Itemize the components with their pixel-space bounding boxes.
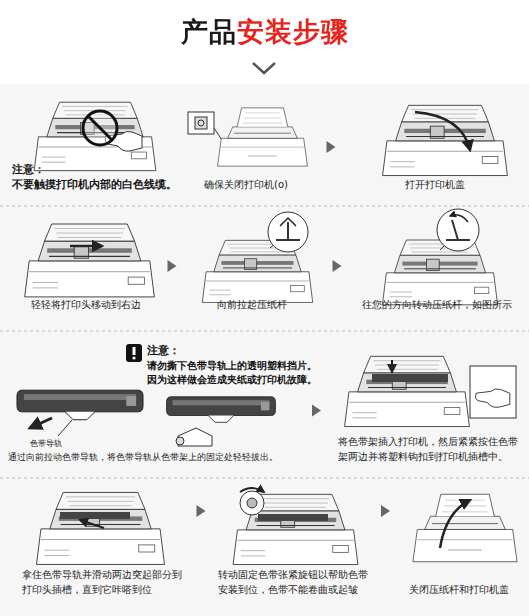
ribbon-in-printer — [372, 374, 448, 382]
knob-center — [247, 498, 257, 508]
ribbon-in-printer — [258, 514, 328, 521]
switch-inset — [188, 112, 214, 134]
motion-arrow — [391, 360, 393, 372]
step-panel: 通过向前拉动色带导轨，将色带导轨从色带架上的固定处轻轻拔出。 — [8, 338, 295, 470]
step-panel: 拿住色带导轨并滑动两边突起部分到打印头插槽，直到它咔嗒到位 — [22, 485, 184, 603]
step-caption: 不要触摸打印机内部的白色线缆。 — [12, 177, 177, 192]
guide-roller — [176, 437, 184, 445]
step-panel: 转动固定色带张紧旋钮以帮助色带安装到位，色带不能卷曲或起皱 — [218, 485, 373, 603]
background — [0, 84, 529, 616]
printer — [37, 492, 165, 564]
ribbon-cartridge — [17, 390, 143, 420]
step-arrow — [373, 505, 398, 517]
connector-line — [310, 147, 352, 148]
motion-arrow — [30, 418, 52, 428]
page-title: 产品安装步骤 — [181, 14, 349, 50]
warning-dot — [132, 356, 135, 359]
step-caption: 将色带架插入打印机，然后紧紧按住色带架两边并将塑料钩扣到打印机插槽中。 — [338, 434, 522, 464]
tension-knob — [240, 491, 264, 515]
step-caption: 往您的方向转动压纸杆，如图所示 — [352, 297, 522, 312]
printer — [382, 240, 497, 305]
step-caption: 拿住色带导轨并滑动两边突起部分到打印头插槽，直到它咔嗒到位 — [22, 567, 184, 597]
connector-line — [295, 410, 338, 411]
printer — [413, 494, 517, 561]
prohibition-sign — [83, 111, 117, 145]
title-area: 产品安装步骤 — [0, 14, 529, 50]
zoom-circle — [437, 209, 479, 251]
motion-arrow — [240, 488, 264, 492]
step-panel: 往您的方向转动压纸杆，如图所示 — [352, 214, 522, 318]
step-arrow — [310, 141, 352, 153]
step-caption: 通过向前拉动色带导轨，将色带导轨从色带架上的固定处轻轻拔出。 — [8, 449, 295, 464]
step-arrow — [295, 405, 338, 417]
note-text: 注意： — [147, 344, 207, 358]
motion-arrow — [70, 245, 102, 248]
motion-arrow — [80, 520, 104, 528]
connector-line — [184, 510, 218, 511]
connector-line — [373, 510, 398, 511]
printer — [25, 224, 155, 297]
printer — [383, 105, 508, 175]
connector-line — [162, 266, 182, 267]
power-switch — [195, 117, 207, 129]
lever — [276, 222, 300, 240]
step-caption: 打开打印机盖 — [352, 177, 517, 192]
step-caption: 关闭压纸杆和打印机盖 — [398, 582, 520, 597]
step-caption: 转动固定色带张紧旋钮以帮助色带安装到位，色带不能卷曲或起皱 — [218, 567, 373, 597]
part-name: 色带导轨 — [30, 437, 90, 451]
step-panel: 将色带架插入打印机，然后紧紧按住色带架两边并将塑料钩扣到打印机插槽中。 — [338, 338, 522, 470]
step-panel: 向前拉起压纸杆 — [182, 214, 322, 318]
hand — [476, 389, 510, 407]
step-arrow — [322, 260, 352, 272]
warning-mark — [133, 347, 136, 355]
step-caption: 确保关闭打印机(o) — [182, 177, 310, 192]
printer — [34, 102, 156, 170]
connector-line — [322, 266, 352, 267]
printer — [233, 494, 358, 564]
step-panel: 注意：不要触摸打印机内部的白色线缆。 — [12, 96, 177, 198]
chevron — [253, 63, 275, 73]
zoom-circle — [268, 212, 308, 252]
note-heading: 注意： — [12, 162, 177, 177]
motion-arrow — [280, 218, 296, 226]
leader-line — [58, 420, 72, 436]
warning-icon — [126, 344, 142, 362]
motion-arrow — [450, 215, 468, 222]
step-panel: 确保关闭打印机(o) — [182, 96, 310, 198]
prohibition-bar — [88, 116, 112, 140]
note-text: 请勿撕下色带导轨上的透明塑料挡片。 因为这样做会造成夹纸或打印机故障。 — [147, 359, 347, 387]
zoom-inset — [470, 366, 516, 418]
step-caption: 轻轻将打印头移动到右边 — [10, 297, 162, 312]
arrow-head — [197, 505, 206, 517]
motion-arrow — [415, 112, 470, 150]
printer — [218, 108, 308, 166]
separator — [0, 206, 529, 478]
arrow-head — [381, 505, 390, 517]
step-arrow — [184, 505, 218, 517]
ribbon-in-printer — [60, 512, 130, 519]
step-panel: 轻轻将打印头移动到右边 — [10, 214, 162, 318]
arrow-head — [312, 405, 321, 417]
arrow-head — [333, 260, 342, 272]
step-caption: 向前拉起压纸杆 — [182, 297, 322, 312]
printer — [345, 356, 470, 426]
arrow-head — [168, 260, 177, 272]
step-arrow — [162, 260, 182, 272]
ribbon-cartridge — [167, 397, 276, 423]
switch-mark — [198, 120, 204, 126]
arrow-head — [327, 141, 336, 153]
step-panel: 打开打印机盖 — [352, 96, 517, 198]
lever — [446, 220, 470, 240]
step-panel: 关闭压纸杆和打印机盖 — [398, 485, 520, 603]
motion-arrow — [440, 500, 470, 548]
